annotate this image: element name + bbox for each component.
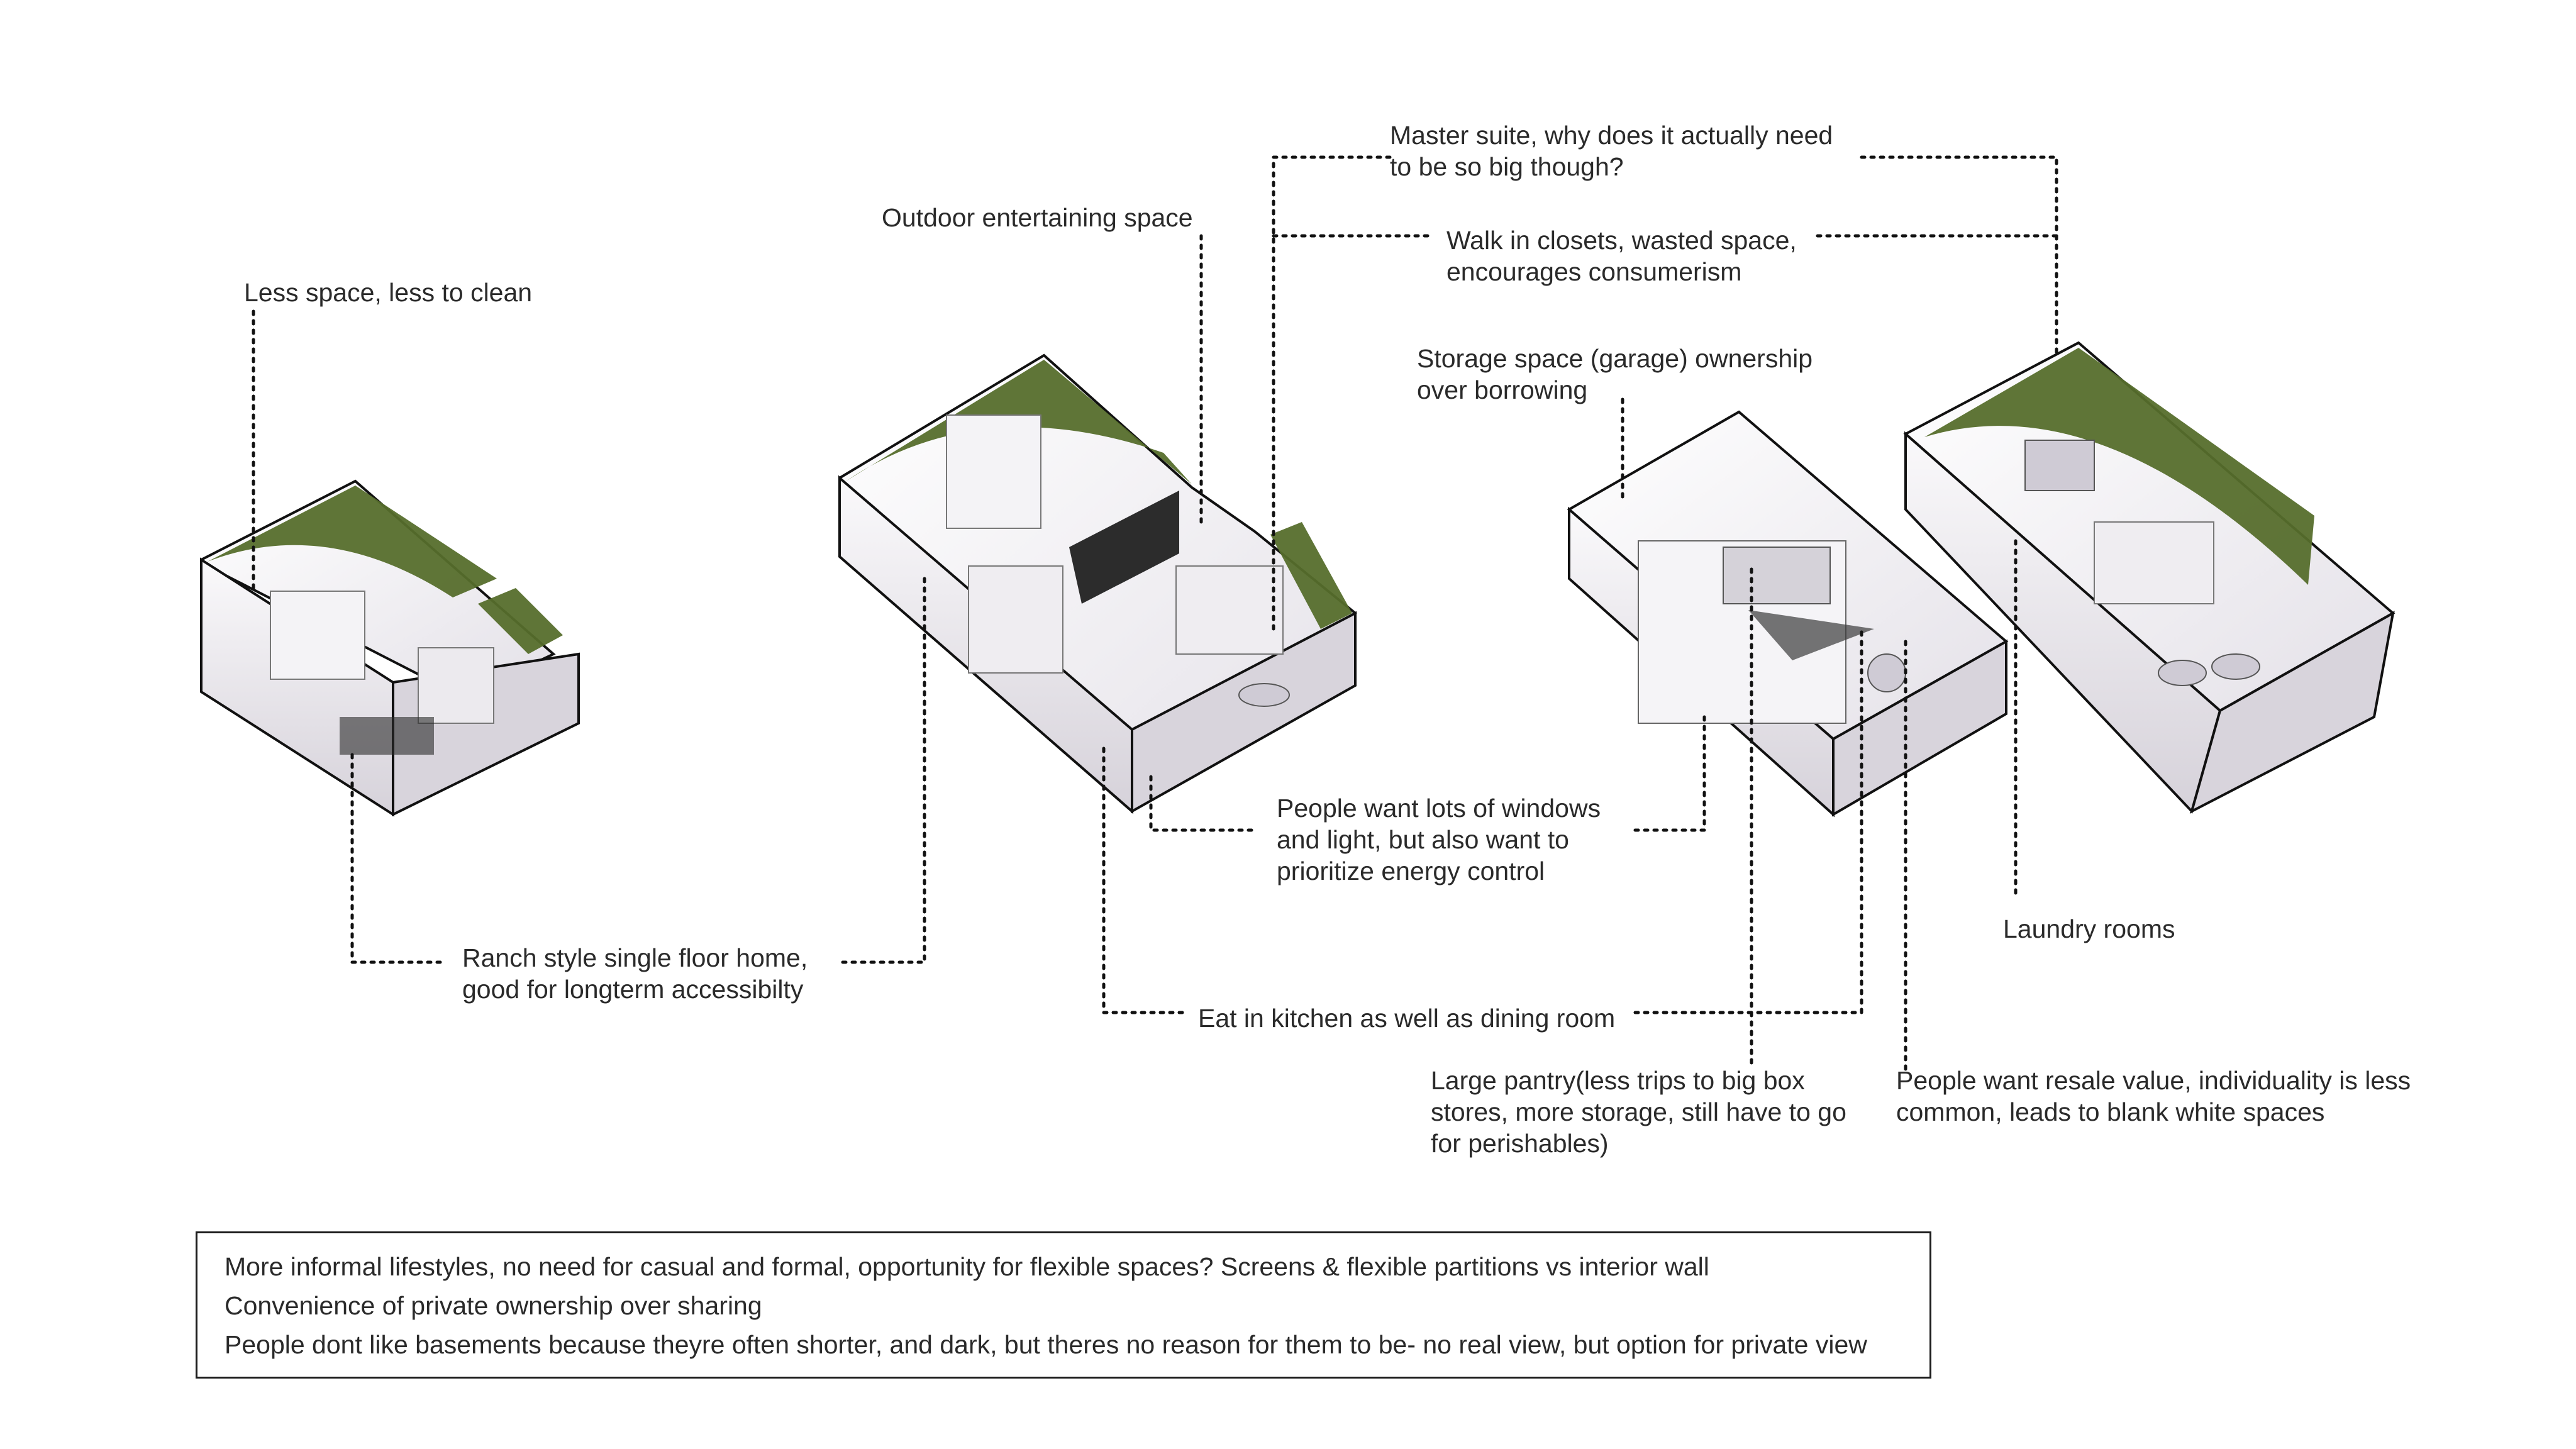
annotation-outdoor-entertaining: Outdoor entertaining space [882,203,1193,232]
annotation-storage-1: Storage space (garage) ownership [1417,344,1813,373]
annotation-pantry-1: Large pantry(less trips to big box [1431,1066,1805,1095]
annotation-walk-in-closets-2: encourages consumerism [1446,257,1742,286]
annotation-pantry-3: for perishables) [1431,1129,1609,1158]
leader-ranch-left [350,753,442,964]
annotation-windows-3: prioritize energy control [1277,857,1545,886]
leader-kitchen-right [1633,630,1863,1014]
annotation-less-space: Less space, less to clean [244,278,533,307]
note-private-ownership: Convenience of private ownership over sh… [225,1291,762,1320]
note-basements: People dont like basements because theyr… [225,1330,1867,1359]
leader-kitchen-left [1102,740,1184,1014]
annotation-resale-2: common, leads to blank white spaces [1896,1097,2325,1126]
annotation-ranch-1: Ranch style single floor home, [462,943,808,972]
annotation-windows-1: People want lots of windows [1277,794,1601,823]
annotation-ranch-2: good for longterm accessibilty [462,975,804,1004]
leader-master-right [1860,155,2058,354]
leader-windows-right [1633,715,1706,832]
leader-master-left [1272,155,1392,637]
annotation-master-suite-2: to be so big though? [1390,152,1624,181]
annotation-eat-in-kitchen: Eat in kitchen as well as dining room [1198,1004,1616,1033]
annotation-walk-in-closets-1: Walk in closets, wasted space, [1446,226,1797,255]
note-informal-lifestyles: More informal lifestyles, no need for ca… [225,1252,1709,1281]
leader-lines [252,155,2058,1071]
house-ranch-small [200,479,580,817]
notes-box: More informal lifestyles, no need for ca… [196,1231,1931,1379]
house-l-shaped [838,353,1358,814]
annotation-master-suite-1: Master suite, why does it actually need [1390,121,1833,150]
house-two-story [1567,341,2396,818]
leader-ranch-right [841,577,926,964]
annotation-storage-2: over borrowing [1417,375,1588,404]
annotation-resale-1: People want resale value, individuality … [1896,1066,2411,1095]
annotation-windows-2: and light, but also want to [1277,825,1569,854]
annotation-laundry: Laundry rooms [2003,914,2175,943]
annotation-pantry-2: stores, more storage, still have to go [1431,1097,1846,1126]
